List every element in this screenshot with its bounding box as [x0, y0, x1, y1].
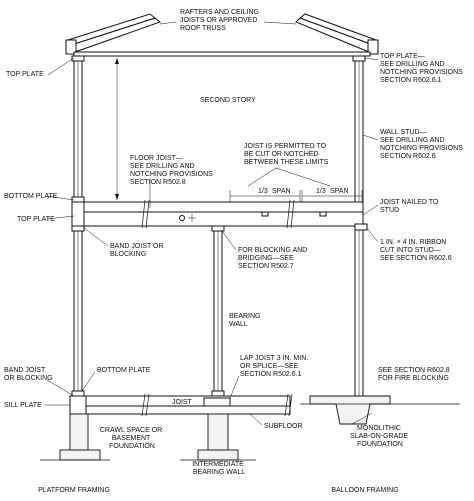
top-plate-mid-label: TOP PLATE: [17, 216, 55, 223]
roof-right: [295, 13, 379, 55]
ceiling-joist: [73, 51, 371, 57]
crawl-space-foundation: [40, 413, 110, 461]
blocking-bridging-label: FOR BLOCKING AND BRIDGING—SEE SECTION R5…: [238, 247, 309, 270]
joist-nailed-label: JOIST NAILED TO STUD: [380, 199, 440, 214]
first-floor-joist: [69, 393, 293, 417]
crawl-space-label: CRAWL SPACE OR BASEMENT FOUNDATION: [100, 427, 164, 450]
lap-joist-label: LAP JOIST 3 IN. MIN. OR SPLICE—SEE SECTI…: [240, 355, 310, 378]
interior-bearing-wall: [211, 225, 225, 397]
span-fraction-left: 1/3: [258, 188, 268, 195]
second-story-label: SECOND STORY: [200, 97, 256, 104]
floor-joist-label: FLOOR JOIST— SEE DRILLING AND NOTCHING P…: [130, 155, 215, 186]
top-plate-left-label: TOP PLATE: [6, 71, 44, 78]
fire-blocking-label: SEE SECTION R602.8 FOR FIRE BLOCKING: [378, 367, 452, 382]
second-story-height: [115, 58, 119, 200]
top-plate-right-label: TOP PLATE— SEE DRILLING AND NOTCHING PRO…: [380, 53, 465, 84]
rafters-label: RAFTERS AND CEILING JOISTS OR APPROVED R…: [180, 9, 261, 32]
joist-permitted-label: JOIST IS PERMITTED TO BE CUT OR NOTCHED …: [244, 143, 329, 166]
joist-label: JOIST: [172, 399, 193, 406]
span-fraction-right: 1/3: [316, 188, 326, 195]
bearing-wall-label: BEARING WALL: [229, 313, 262, 328]
roof-left: [65, 13, 162, 55]
band-joist-low-label: BAND JOIST OR BLOCKING: [4, 367, 53, 382]
span-left-dimension: [229, 190, 301, 202]
monolithic-label: MONOLITHIC SLAB-ON-GRADE FOUNDATION: [350, 425, 410, 448]
slab-on-grade: [300, 395, 460, 425]
bottom-plate-upper-label: BOTTOM PLATE: [4, 193, 58, 200]
bottom-plate-low-label: BOTTOM PLATE: [97, 367, 151, 374]
intermediate-bearing-label: INTERMEDIATE BEARING WALL: [192, 461, 246, 476]
left-lower-wall: [71, 225, 85, 397]
span-right-dimension: [301, 190, 363, 202]
ribbon-label: 1 IN. × 4 IN. RIBBON CUT INTO STUD— SEE …: [380, 239, 452, 262]
subfloor-label: SUBFLOOR: [264, 423, 303, 430]
intermediate-foundation: [180, 413, 256, 461]
leader-lines: [45, 21, 379, 426]
span-right-label: SPAN: [330, 188, 349, 195]
wall-stud-label: WALL STUD— SEE DRILLING AND NOTCHING PRO…: [380, 129, 465, 160]
band-joist-mid-label: BAND JOIST OR BLOCKING: [110, 243, 166, 258]
second-floor-joist: [71, 199, 368, 231]
balloon-framing-label: BALLOON FRAMING: [331, 487, 398, 494]
span-left-label: SPAN: [272, 188, 291, 195]
left-upper-wall: [71, 55, 85, 203]
sill-plate-label: SILL PLATE: [4, 402, 42, 409]
platform-framing-label: PLATFORM FRAMING: [38, 487, 110, 494]
